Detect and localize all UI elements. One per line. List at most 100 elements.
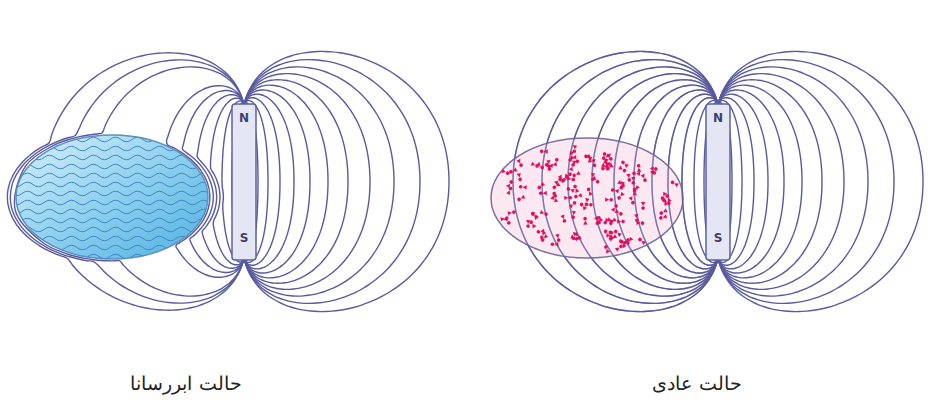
electron-mark	[641, 174, 648, 183]
field-line	[244, 51, 449, 311]
electron-mark	[536, 162, 545, 171]
electron-mark	[636, 220, 644, 225]
electron-mark	[572, 155, 580, 164]
field-line	[7, 53, 244, 310]
electron-mark	[592, 176, 601, 185]
electron-mark	[569, 162, 576, 171]
electron-mark	[508, 168, 517, 175]
field-line	[718, 60, 894, 304]
electron-mark	[660, 192, 667, 201]
electron-mark	[503, 217, 511, 226]
electron-mark	[516, 159, 523, 168]
electron-mark	[617, 180, 626, 188]
electron-mark	[658, 214, 667, 220]
bar-magnet-label-box: NS	[706, 104, 730, 260]
electron-mark	[579, 202, 587, 211]
electron-mark	[530, 211, 538, 220]
field-line	[542, 60, 718, 304]
electron-mark	[553, 157, 559, 166]
electron-mark	[670, 180, 679, 188]
magnet-pole-letter: S	[706, 232, 730, 244]
field-line	[14, 67, 244, 296]
electron-mark	[540, 234, 549, 243]
field-line	[244, 80, 348, 284]
electron-mark	[544, 163, 552, 172]
electron-mark	[583, 154, 592, 161]
electron-mark	[650, 166, 657, 175]
field-line	[718, 51, 923, 311]
electron-mark	[594, 216, 602, 225]
electron-mark	[603, 229, 611, 238]
field-line	[244, 74, 370, 290]
field-line	[592, 74, 718, 290]
electron-mark	[571, 211, 577, 219]
magnet-pole-letter: N	[232, 112, 256, 124]
electron-mark	[637, 237, 646, 245]
electron-mark	[615, 209, 624, 217]
field-line	[10, 60, 244, 303]
electron-mark	[631, 177, 635, 185]
electron-mark	[600, 163, 609, 171]
electron-mark	[550, 191, 557, 200]
electron-mark	[619, 239, 627, 248]
electron-mark	[615, 244, 624, 252]
electron-mark	[545, 162, 553, 168]
electron-mark	[519, 184, 527, 189]
electron-mark	[555, 234, 561, 243]
electron-mark	[611, 203, 619, 212]
field-line	[542, 60, 718, 304]
magnet-pole-letter: N	[706, 112, 730, 124]
electron-mark	[613, 229, 622, 237]
electron-mark	[632, 185, 640, 194]
electron-mark	[610, 187, 619, 193]
electron-mark	[569, 151, 574, 159]
bar-magnet-label-box: NS	[232, 104, 256, 260]
electron-mark	[608, 218, 617, 226]
electron-mark	[567, 176, 575, 182]
electron-mark	[501, 169, 510, 176]
electron-mark	[572, 171, 581, 178]
electron-mark	[659, 208, 668, 216]
electron-mark	[530, 211, 539, 220]
electron-mark	[516, 195, 525, 203]
electron-mark	[526, 220, 531, 228]
field-line	[718, 67, 868, 296]
electron-mark	[540, 149, 548, 154]
electron-mark	[564, 195, 572, 200]
field-line	[614, 80, 718, 284]
electron-mark	[626, 174, 632, 182]
state-caption: حالت ابررسانا	[127, 372, 244, 394]
electron-mark	[571, 232, 577, 241]
field-line	[718, 74, 844, 290]
electron-mark	[551, 242, 559, 246]
field-line	[244, 67, 394, 296]
field-line	[718, 80, 822, 284]
field-line	[568, 67, 718, 296]
bar-magnet	[706, 104, 730, 260]
electron-marks	[500, 145, 678, 253]
state-caption: حالت عادی	[649, 372, 744, 394]
electron-mark	[507, 210, 516, 216]
electron-mark	[570, 235, 579, 242]
electron-mark	[558, 175, 566, 184]
magnet-pole-letter: S	[232, 232, 256, 244]
electron-mark	[616, 192, 624, 201]
field-line	[244, 60, 420, 304]
electron-mark	[539, 191, 547, 196]
electron-mark	[584, 198, 589, 206]
electron-mark	[620, 159, 629, 167]
electron-mark	[605, 218, 614, 224]
electron-mark	[583, 217, 588, 225]
electron-mark	[506, 179, 514, 188]
superconductor-body	[16, 135, 208, 259]
electron-mark	[536, 182, 545, 190]
electron-mark	[560, 215, 567, 224]
electron-mark	[605, 197, 613, 202]
electron-mark	[601, 163, 610, 171]
electron-mark	[591, 159, 597, 167]
field-lines	[513, 51, 718, 311]
electron-mark	[663, 198, 672, 206]
electron-mark	[625, 237, 633, 246]
